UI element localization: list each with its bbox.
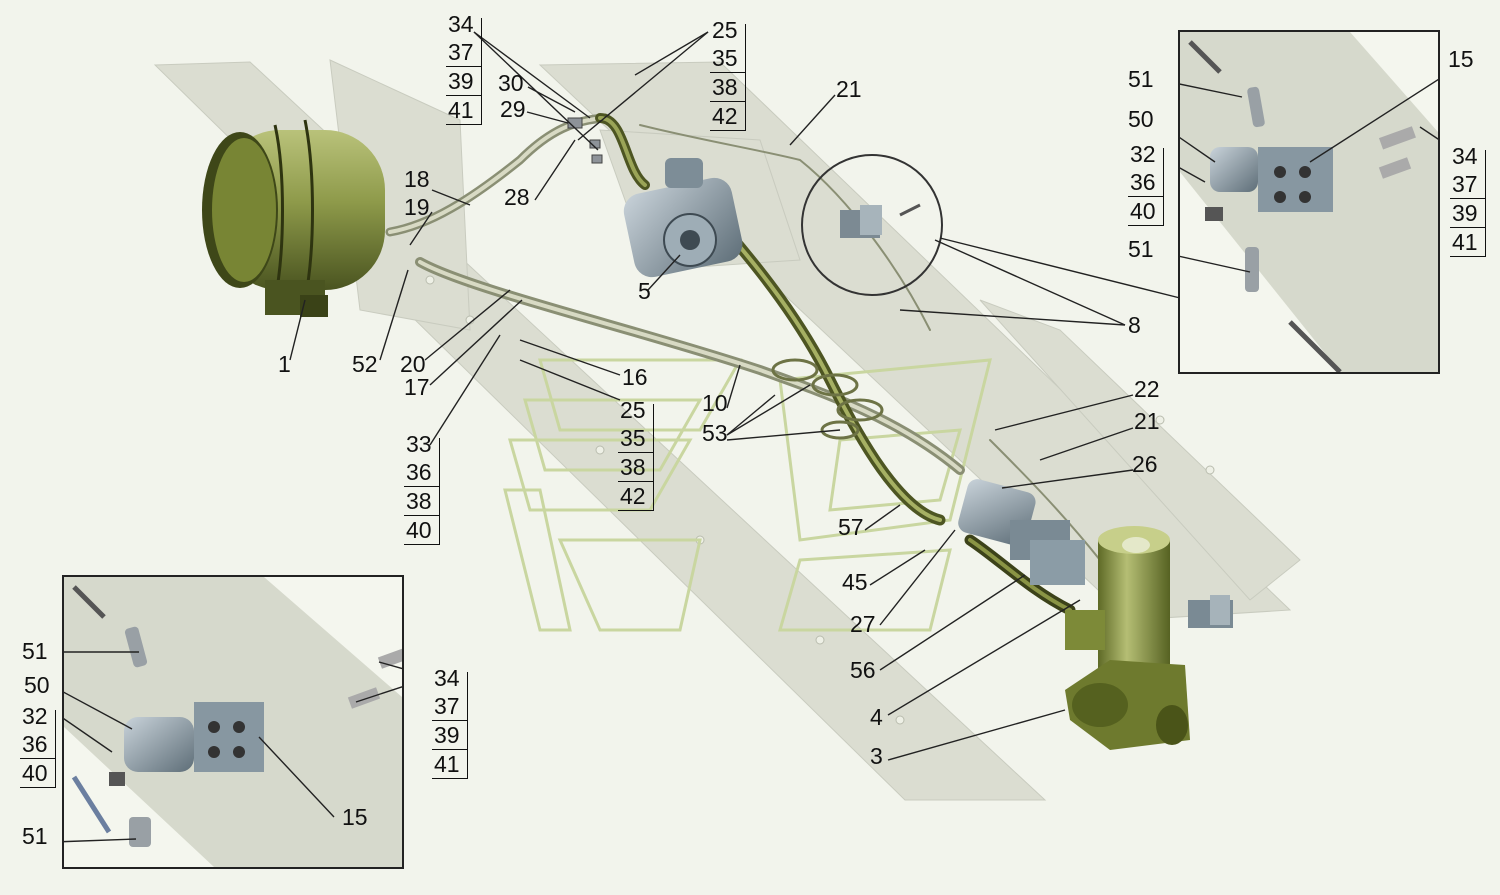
stack-number: 37 xyxy=(1450,170,1486,199)
callout-stack-34-37-39-41-top: 34 37 39 41 xyxy=(446,10,482,125)
callout-15-right: 15 xyxy=(1448,46,1474,72)
stack-number: 39 xyxy=(446,67,482,96)
stack-number: 33 xyxy=(406,431,432,457)
stack-rail xyxy=(745,24,746,131)
callout-53: 53 xyxy=(702,420,728,446)
callout-29: 29 xyxy=(500,96,526,122)
callout-26: 26 xyxy=(1132,451,1158,477)
callout-15-left: 15 xyxy=(342,804,368,830)
stack-number: 41 xyxy=(432,750,468,779)
stack-number: 34 xyxy=(1452,143,1478,169)
callout-50-right: 50 xyxy=(1128,106,1154,132)
callout-4: 4 xyxy=(870,704,883,730)
callout-51-right-bottom: 51 xyxy=(1128,236,1154,262)
clamps-53 xyxy=(771,358,884,440)
callout-stack-33-36-38-40: 33 36 38 40 xyxy=(404,430,440,545)
stack-number: 35 xyxy=(710,44,746,73)
stack-number: 42 xyxy=(710,102,746,131)
callout-16: 16 xyxy=(622,364,648,390)
stack-number: 35 xyxy=(618,424,654,453)
callout-stack-25-35-38-42-top: 25 35 38 42 xyxy=(710,16,746,131)
callout-28: 28 xyxy=(504,184,530,210)
valve-5 xyxy=(623,158,743,278)
stack-number: 36 xyxy=(1128,168,1164,197)
callout-51-right-top: 51 xyxy=(1128,66,1154,92)
callout-22: 22 xyxy=(1134,376,1160,402)
stack-number: 25 xyxy=(712,17,738,43)
stack-number: 40 xyxy=(404,516,440,545)
inset-right-drawing xyxy=(1159,32,1451,374)
pipe-22-thin xyxy=(989,439,1101,561)
stack-number: 38 xyxy=(710,73,746,102)
callout-57: 57 xyxy=(838,514,864,540)
stack-number: 25 xyxy=(620,397,646,423)
stack-number: 36 xyxy=(20,730,56,759)
callout-stack-34-37-39-41-right: 34 37 39 41 xyxy=(1450,142,1486,257)
callout-10: 10 xyxy=(702,390,728,416)
stack-number: 42 xyxy=(618,482,654,511)
callout-45: 45 xyxy=(842,569,868,595)
leader-lines xyxy=(289,31,1181,761)
callout-stack-25-35-38-42-mid: 25 35 38 42 xyxy=(618,396,654,511)
stack-number: 39 xyxy=(1450,199,1486,228)
pipes xyxy=(385,113,1101,616)
inset-left xyxy=(53,575,433,869)
inset-right xyxy=(1159,30,1451,374)
stack-number: 40 xyxy=(1128,197,1164,226)
stack-number: 37 xyxy=(432,692,468,721)
callout-stack-32-36-40-right: 32 36 40 xyxy=(1128,140,1164,226)
callout-19: 19 xyxy=(404,194,430,220)
callout-stack-34-37-39-41-left: 34 37 39 41 xyxy=(432,664,468,779)
stack-number: 40 xyxy=(20,759,56,788)
stack-number: 34 xyxy=(434,665,460,691)
stack-number: 37 xyxy=(446,38,482,67)
lift-cylinder-3 xyxy=(1065,526,1190,750)
callout-8: 8 xyxy=(1128,312,1141,338)
callout-51-left-bottom: 51 xyxy=(22,823,48,849)
stack-rail xyxy=(653,404,654,511)
callout-3: 3 xyxy=(870,743,883,769)
detail-circle-8 xyxy=(801,154,943,296)
stack-rail xyxy=(55,710,56,788)
stack-number: 38 xyxy=(618,453,654,482)
callout-1: 1 xyxy=(278,351,291,377)
stack-rail xyxy=(439,438,440,545)
callout-21-right: 21 xyxy=(1134,408,1160,434)
stack-rail xyxy=(467,672,468,779)
stack-rail xyxy=(1485,150,1486,257)
stack-number: 39 xyxy=(432,721,468,750)
callout-27: 27 xyxy=(850,611,876,637)
valve-26 xyxy=(958,479,1085,585)
stack-number: 41 xyxy=(1450,228,1486,257)
frame-holes xyxy=(425,275,1215,725)
stack-number: 36 xyxy=(404,458,440,487)
stack-number: 38 xyxy=(404,487,440,516)
callout-21-top: 21 xyxy=(836,76,862,102)
air-receiver-tank xyxy=(202,119,385,317)
callout-5: 5 xyxy=(638,278,651,304)
pipe-21-thin xyxy=(639,124,931,331)
inset-left-drawing xyxy=(53,577,433,867)
callout-30: 30 xyxy=(498,70,524,96)
callout-51-left-top: 51 xyxy=(22,638,48,664)
stack-number: 34 xyxy=(448,11,474,37)
stack-number: 32 xyxy=(1130,141,1156,167)
stack-number: 32 xyxy=(22,703,48,729)
callout-52: 52 xyxy=(352,351,378,377)
callout-17: 17 xyxy=(404,374,430,400)
callout-56: 56 xyxy=(850,657,876,683)
stack-rail xyxy=(1163,148,1164,226)
callout-18: 18 xyxy=(404,166,430,192)
callout-20: 20 xyxy=(400,351,426,377)
stack-number: 41 xyxy=(446,96,482,125)
callout-50-left: 50 xyxy=(24,672,50,698)
callout-stack-32-36-40-left: 32 36 40 xyxy=(20,702,56,788)
stack-rail xyxy=(481,18,482,125)
bracket-right xyxy=(1188,595,1233,628)
